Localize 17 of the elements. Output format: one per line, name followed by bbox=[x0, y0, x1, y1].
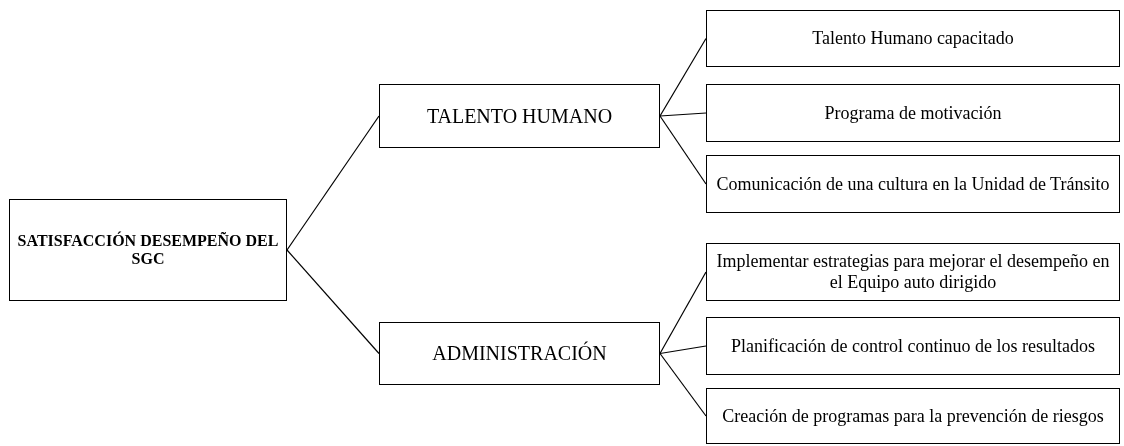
concept-box: Implementar estrategias para mejorar el desempeño en el Equipo auto dirigido bbox=[706, 243, 1120, 301]
connector-line bbox=[659, 37, 707, 117]
concept-box: Planificación de control continuo de los resultados bbox=[706, 317, 1120, 375]
connector-line bbox=[659, 271, 707, 355]
connector-line bbox=[659, 352, 707, 417]
concept-box: Comunicación de una cultura en la Unidad de Tránsito bbox=[706, 155, 1120, 213]
concept-box: ADMINISTRACIÓN bbox=[379, 322, 660, 385]
connector-line bbox=[659, 112, 707, 117]
concept-box: Programa de motivación bbox=[706, 84, 1120, 142]
connector-line bbox=[659, 115, 707, 185]
connector-line bbox=[286, 115, 380, 251]
root-box: SATISFACCIÓN DESEMPEÑO DEL SGC bbox=[9, 199, 287, 301]
connector-line bbox=[659, 345, 707, 355]
concept-box: TALENTO HUMANO bbox=[379, 84, 660, 148]
concept-box: Creación de programas para la prevención de riesgos bbox=[706, 388, 1120, 444]
connector-line bbox=[286, 249, 380, 355]
concept-box: Talento Humano capacitado bbox=[706, 10, 1120, 67]
